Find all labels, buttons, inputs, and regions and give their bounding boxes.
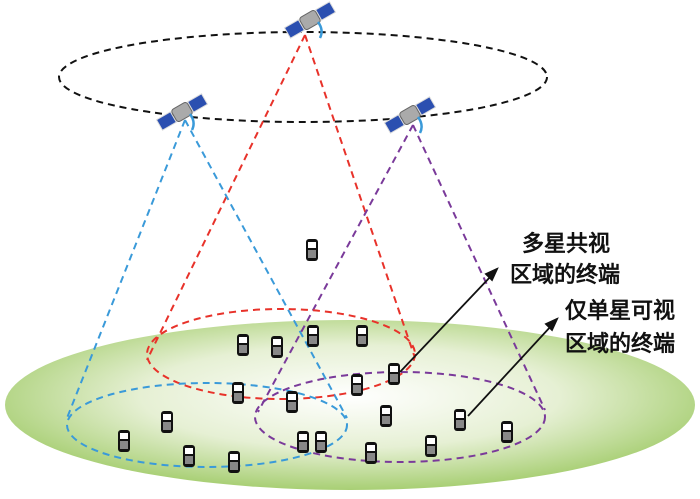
terminal-icon [228,451,240,473]
terminal-icon [356,325,368,347]
terminal-icon [365,442,377,464]
label-single-line1: 仅单星可视 [565,299,676,324]
label-multi-line2: 区域的终端 [510,263,621,288]
label-single-line2: 区域的终端 [565,332,676,357]
arrow-single [467,324,553,417]
terminal-icon [380,405,392,427]
terminal-icon [454,409,466,431]
terminal-icon [297,431,309,453]
terminal-icon [118,430,130,452]
satellite-top-icon [282,0,338,41]
arrowhead-multi-icon [484,267,499,282]
terminal-icon [237,334,249,356]
blue-coverage [66,382,348,468]
terminal-icon [315,431,327,453]
blue-beam-cone [66,119,348,419]
ground-area [5,320,695,490]
satellite-right-icon [382,94,438,136]
purple-beam-cone [257,124,546,413]
purple-coverage [254,371,546,463]
terminal-icon [306,239,318,261]
terminal-icon [232,382,244,404]
orbit-ring [58,31,548,123]
terminal-icon [351,374,363,396]
terminal-icon [501,421,513,443]
terminal-icon [425,435,437,457]
arrowhead-single-icon [544,317,559,332]
terminal-icon [271,336,283,358]
terminal-icon [286,391,298,413]
red-beam-cone [146,34,416,361]
label-multi-line1: 多星共视 [522,232,611,257]
terminal-icon [183,445,195,467]
terminal-icon [388,363,400,385]
terminal-icon [161,411,173,433]
arrow-multi [399,274,493,373]
red-coverage [146,308,416,400]
terminal-icon [307,325,319,347]
